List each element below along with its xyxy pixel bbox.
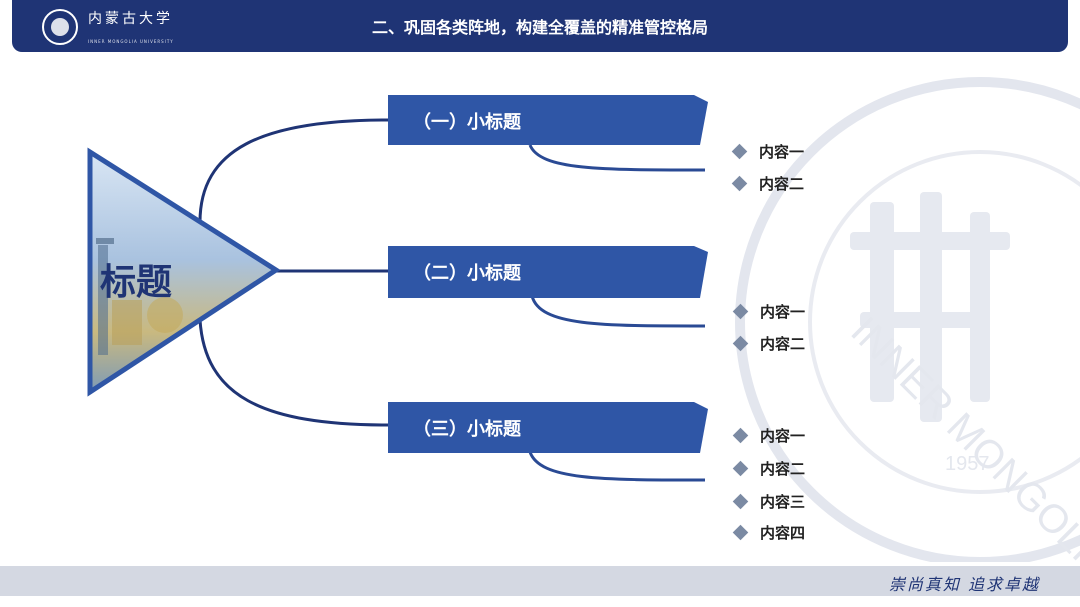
subtitle-bar-3: （三）小标题 (388, 402, 708, 452)
subtitle-bar-1: （一）小标题 (388, 95, 708, 145)
underline-curve-3 (530, 452, 705, 480)
subtitle-bar-2: （二）小标题 (388, 246, 708, 296)
footer-bar: 崇尚真知 追求卓越 (0, 566, 1080, 596)
subtitle-label: （二）小标题 (413, 259, 521, 285)
subtitle-label: （三）小标题 (413, 415, 521, 441)
subtitle-label: （一）小标题 (413, 108, 521, 134)
underline-curve-1 (530, 145, 705, 170)
main-title: 标题 (100, 253, 200, 305)
footer-slogan: 崇尚真知 追求卓越 (889, 571, 1040, 595)
connector-line-1 (200, 120, 388, 222)
underline-curve-2 (532, 296, 705, 326)
connector-line-3 (200, 320, 388, 425)
